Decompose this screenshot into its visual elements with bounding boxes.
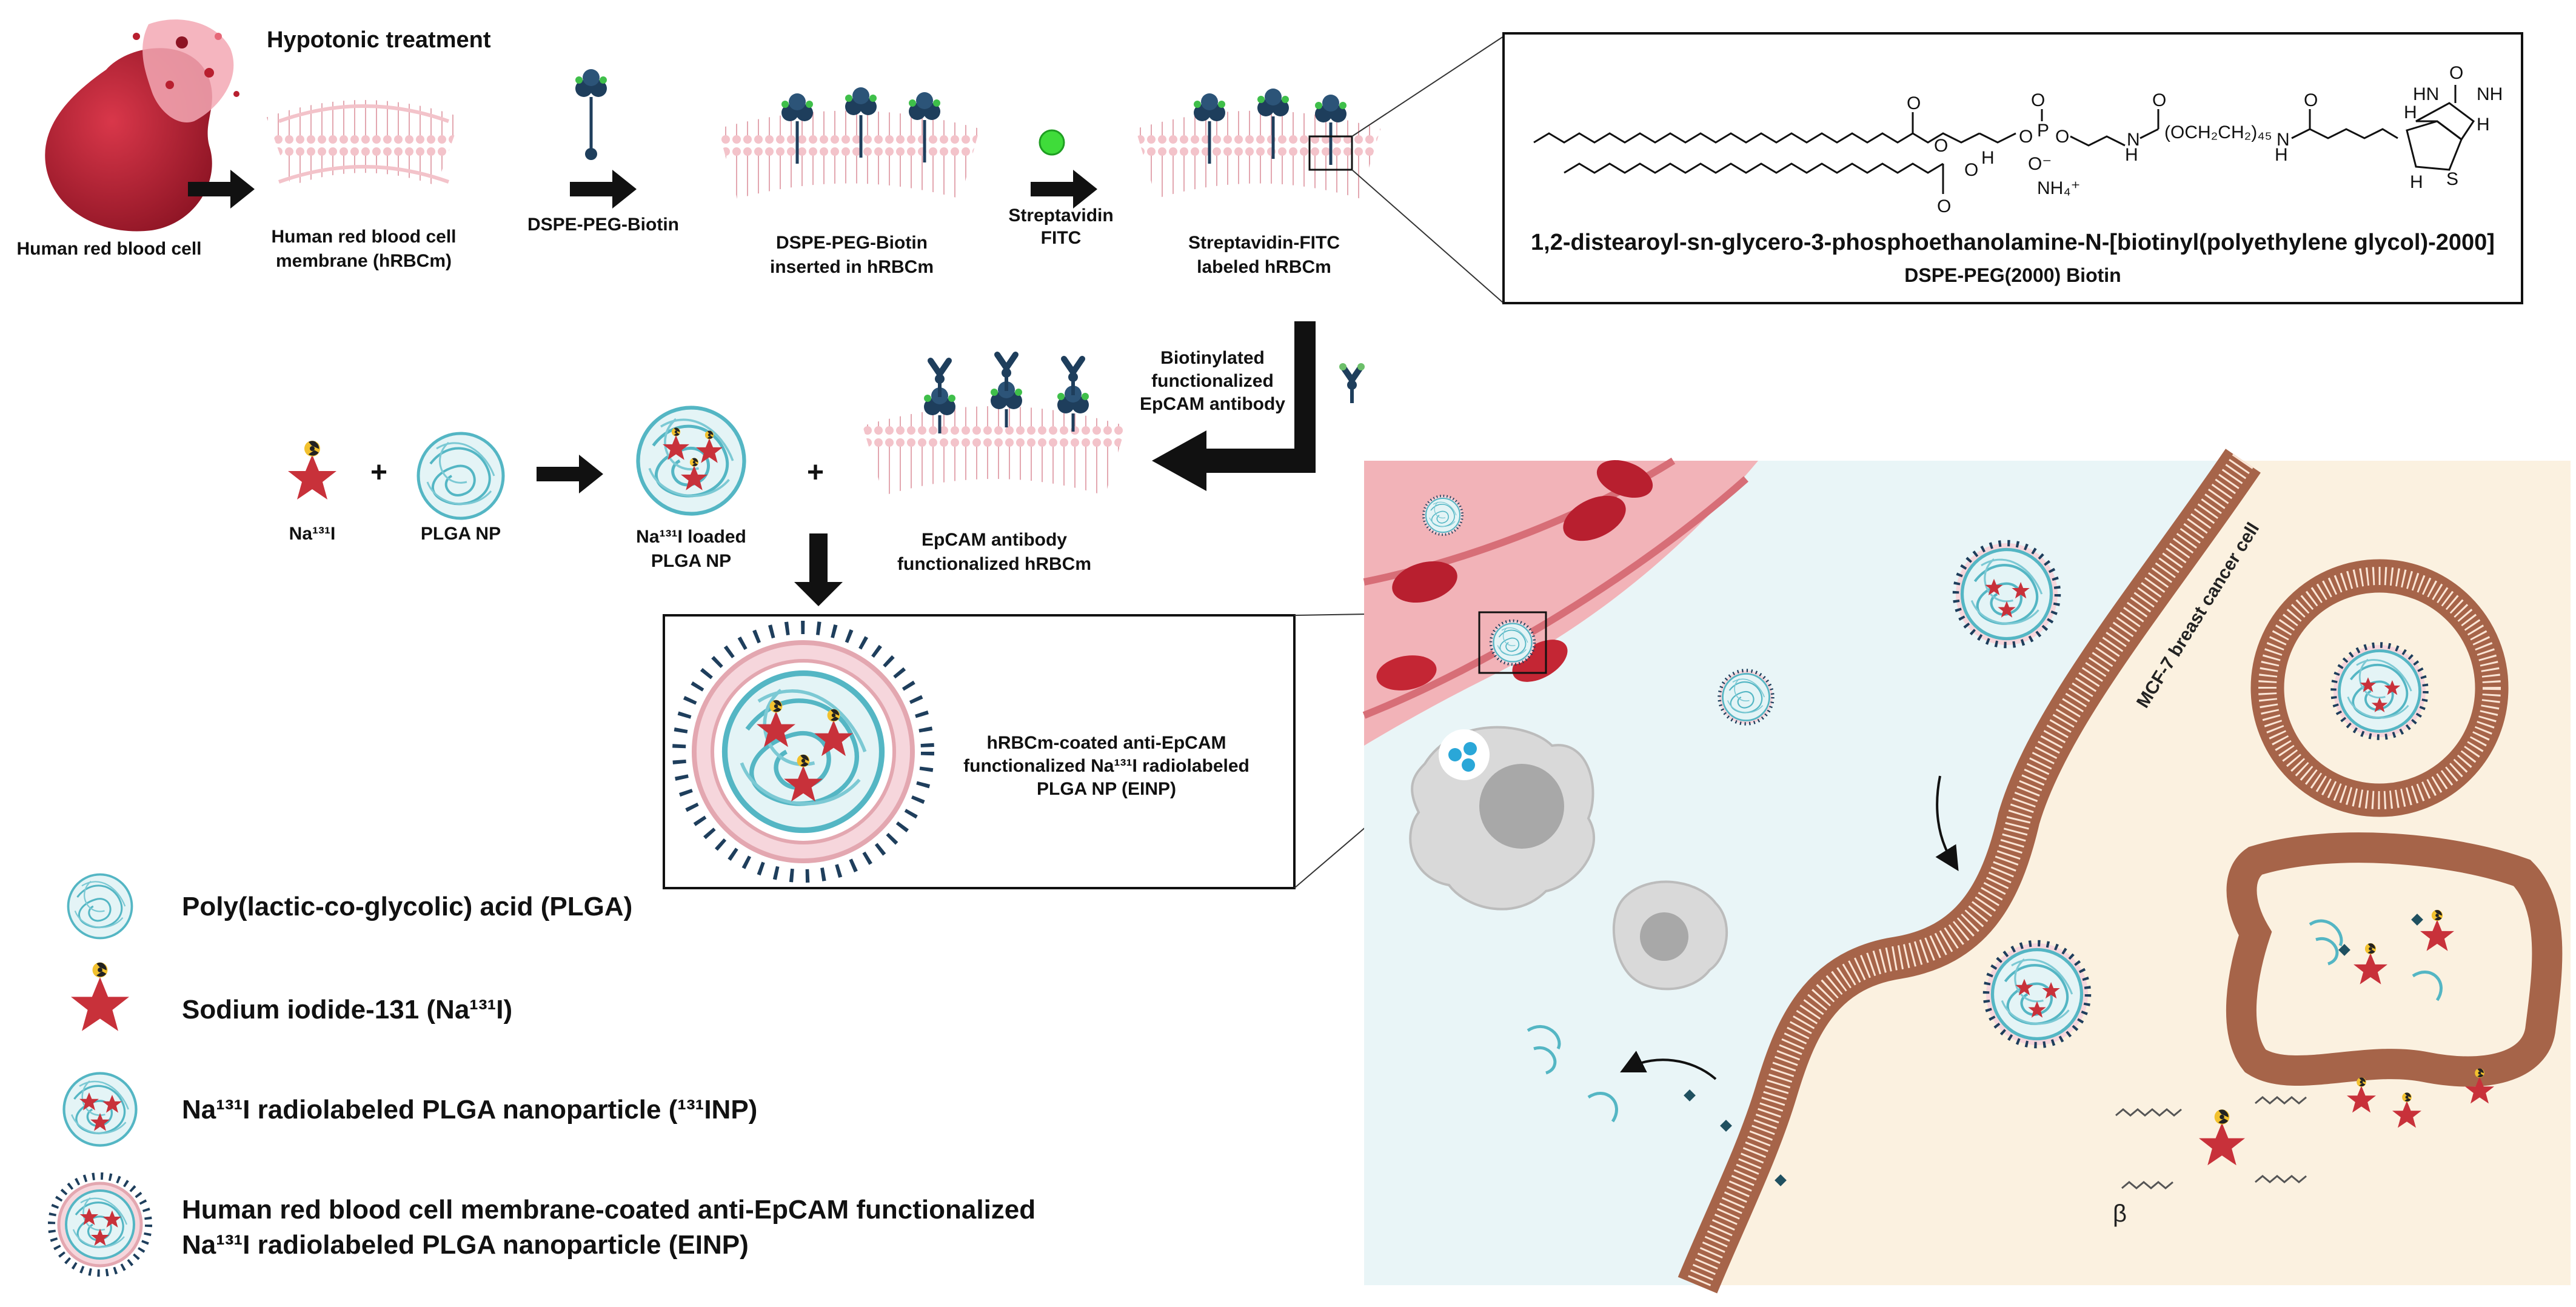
svg-text:H: H [2275,145,2288,165]
na131i-icon [288,440,336,500]
plus-sign: + [370,456,387,489]
inp-legend-icon [64,1074,136,1146]
einp-label-1: hRBCm-coated anti-EpCAM [987,733,1226,753]
chemical-structure-box: O O O O H O P O O⁻ NH₄⁺ O H N O (OCH₂CH₂… [1502,32,2523,304]
plga-np-icon [418,433,503,518]
svg-text:H: H [2410,172,2423,192]
einp-label-2: functionalized Na¹³¹I radiolabeled [963,756,1250,776]
loaded-label-2: PLGA NP [651,551,731,571]
svg-text:O: O [2152,90,2166,110]
inserted-label-2: inserted in hRBCm [770,257,934,277]
plga-legend-icon [67,873,133,940]
legend-einp-1: Human red blood cell membrane-coated ant… [182,1195,1035,1225]
na131i-label: Na¹³¹I [289,524,336,544]
einp-legend-icon [48,1172,152,1277]
legend-na131i: Sodium iodide-131 (Na¹³¹I) [182,995,512,1025]
arrow-icon [1031,170,1097,209]
svg-text:O: O [2019,127,2033,147]
biotinylated-label-2: functionalized [1151,371,1274,391]
labeled-hrbcm-icon [1135,89,1381,199]
loaded-plga-np-icon [638,408,744,514]
zoom-line [1351,36,1504,137]
svg-text:NH: NH [2477,84,2503,104]
svg-text:N: N [2277,130,2290,150]
svg-text:O: O [1964,160,1978,180]
svg-text:O: O [1934,136,1948,156]
dspe-peg-biotin-icon [575,69,607,160]
svg-text:O: O [2055,127,2069,147]
zoom-line [1351,169,1504,304]
arrow-icon [188,170,255,209]
inserted-label-1: DSPE-PEG-Biotin [776,233,928,253]
hrbcm-label-1: Human red blood cell [271,227,456,247]
antibody-icon [1339,363,1365,403]
arrow-icon [570,170,637,209]
epcam-functionalized-membrane-icon [862,355,1126,496]
arrow-icon [537,455,603,493]
svg-text:HN: HN [2413,84,2439,104]
svg-text:P: P [2037,121,2049,141]
elbow-arrow-icon [1152,321,1316,491]
chemical-short-name: DSPE-PEG(2000) Biotin [1904,264,2121,286]
star-legend-icon [71,962,129,1031]
biotinylated-label-1: Biotinylated [1160,348,1265,368]
hypotonic-label: Hypotonic treatment [267,27,491,53]
einp-box: hRBCm-coated anti-EpCAM functionalized N… [663,614,1296,889]
labeled-label-2: labeled hRBCm [1197,257,1331,277]
fatty-acid-chain [1533,132,1913,144]
hrbcm-label-2: membrane (hRBCm) [276,251,452,271]
dspe-inserted-membrane-icon [718,87,980,199]
svg-text:H: H [1981,148,1995,168]
svg-text:O: O [2449,63,2463,83]
svg-text:S: S [2446,169,2458,189]
svg-text:O: O [2031,90,2045,110]
legend-einp-2: Na¹³¹I radiolabeled PLGA nanoparticle (E… [182,1230,749,1260]
beta-label: β [2113,1200,2127,1227]
epcam-label-1: EpCAM antibody [922,530,1067,550]
svg-text:O⁻: O⁻ [2028,154,2052,174]
svg-text:H: H [2125,145,2138,165]
svg-text:H: H [2477,115,2490,135]
ammonium-label: NH₄⁺ [2037,178,2080,198]
svg-text:O: O [2304,90,2318,110]
hrbcm-membrane-icon [266,100,461,186]
epcam-label-2: functionalized hRBCm [897,554,1091,574]
peg-label: (OCH₂CH₂)₄₅ [2164,122,2272,142]
streptavidin-label-2: FITC [1041,228,1082,248]
down-arrow-icon [794,533,843,606]
legend-plga: Poly(lactic-co-glycolic) acid (PLGA) [182,892,632,921]
svg-text:O: O [1907,93,1921,113]
dspe-label: DSPE-PEG-Biotin [527,215,679,235]
einp-icon [672,621,934,883]
tumor-scene: β MCF-7 breast cancer cell [1362,449,2571,1294]
svg-text:N: N [2127,130,2140,150]
plus-sign: + [807,456,824,489]
loaded-label-1: Na¹³¹I loaded [636,527,746,547]
biotinylated-label-3: EpCAM antibody [1140,394,1285,414]
legend-inp: Na¹³¹I radiolabeled PLGA nanoparticle (¹… [182,1095,757,1125]
legend: Poly(lactic-co-glycolic) acid (PLGA) Sod… [48,873,1035,1277]
chemical-full-name: 1,2-distearoyl-sn-glycero-3-phosphoethan… [1531,230,2495,255]
streptavidin-fitc-icon [1039,129,1065,156]
human-red-blood-cell-icon [45,19,239,232]
human-rbc-label: Human red blood cell [16,239,201,259]
fatty-acid-chain [1564,162,1944,174]
svg-text:H: H [2404,102,2417,122]
plga-np-label: PLGA NP [421,524,501,544]
svg-text:O: O [1937,196,1951,216]
einp-label-3: PLGA NP (EINP) [1037,779,1176,799]
labeled-label-1: Streptavidin-FITC [1188,233,1340,253]
streptavidin-label-1: Streptavidin [1008,206,1113,226]
